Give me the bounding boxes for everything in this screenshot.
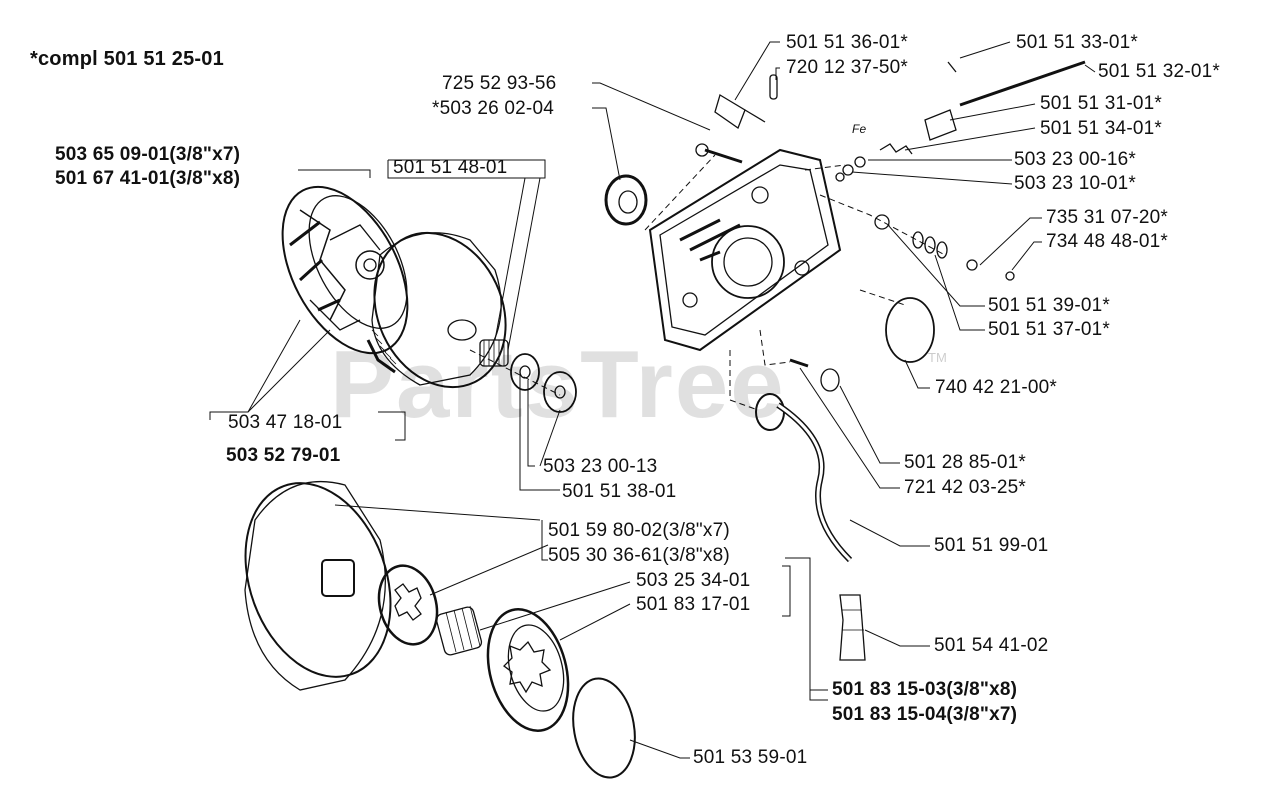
part-725529356: 725 52 93-56 — [442, 73, 557, 94]
compl-label: *compl 501 51 25-01 — [30, 48, 224, 70]
part-501513201: 501 51 32-01* — [1098, 61, 1220, 82]
cover-plate-drawing — [648, 148, 842, 352]
spur-ring-drawing — [377, 564, 439, 646]
trademark-mark: TM — [928, 350, 947, 365]
part-501674101: 501 67 41-01(3/8"x8) — [55, 168, 241, 189]
part-740422100: 740 42 21-00* — [935, 377, 1057, 398]
rim-sprocket-drawing — [244, 481, 392, 691]
part-501513601: 501 51 36-01* — [786, 32, 908, 53]
part-501513301: 501 51 33-01* — [1016, 32, 1138, 53]
part-501831504: 501 83 15-04(3/8"x7) — [832, 704, 1018, 725]
part-503231001: 503 23 10-01* — [1014, 173, 1136, 194]
pump-parts-drawing — [695, 60, 1086, 392]
part-501544102: 501 54 41-02 — [934, 635, 1049, 656]
oil-hose-drawing — [755, 393, 853, 563]
part-501513901: 501 51 39-01* — [988, 295, 1110, 316]
pump-leader-lines — [592, 41, 1096, 647]
watermark: PartsTree — [330, 331, 786, 438]
part-503650901: 503 65 09-01(3/8"x7) — [55, 144, 241, 165]
sprocket-leader-lines — [334, 504, 828, 759]
needle-cage-drawing — [435, 605, 483, 656]
part-503527901: 503 52 79-01 — [226, 445, 341, 466]
part-503260204: *503 26 02-04 — [432, 98, 554, 119]
part-501515901: 501 51 99-01 — [934, 535, 1049, 556]
part-501288501: 501 28 85-01* — [904, 452, 1026, 473]
large-washer-drawing — [572, 677, 636, 779]
part-501831701: 501 83 17-01 — [636, 594, 751, 615]
part-720123750: 720 12 37-50* — [786, 57, 908, 78]
part-501513701: 501 51 37-01* — [988, 319, 1110, 340]
fe-mark: Fe — [852, 122, 867, 136]
part-503230013: 503 23 00-13 — [543, 456, 658, 477]
clutch-drum-drawing — [366, 231, 507, 389]
part-501598002: 501 59 80-02(3/8"x7) — [548, 520, 730, 541]
clutch-leader-lines — [209, 159, 561, 491]
oring-drawing — [885, 297, 935, 363]
oil-filter-drawing — [839, 594, 866, 661]
clutch-shoe-drawing — [281, 185, 409, 355]
part-503471801: 503 47 18-01 — [228, 412, 343, 433]
seal-ring-drawing — [604, 174, 648, 226]
part-501513401: 501 51 34-01* — [1040, 118, 1162, 139]
part-501514801: 501 51 48-01 — [393, 157, 508, 178]
part-501831503: 501 83 15-03(3/8"x8) — [832, 679, 1018, 700]
part-735310720: 735 31 07-20* — [1046, 207, 1168, 228]
part-501513801: 501 51 38-01 — [562, 481, 677, 502]
part-721420325: 721 42 03-25* — [904, 477, 1026, 498]
part-503230016: 503 23 00-16* — [1014, 149, 1136, 170]
part-734484801: 734 48 48-01* — [1046, 231, 1168, 252]
part-505303661: 505 30 36-61(3/8"x8) — [548, 545, 730, 566]
part-501513101: 501 51 31-01* — [1040, 93, 1162, 114]
spur-sprocket-drawing — [486, 608, 570, 732]
dashed-guide-lines — [469, 154, 946, 411]
part-503253401: 503 25 34-01 — [636, 570, 751, 591]
needle-bearing-drawing — [479, 339, 509, 367]
part-501535901: 501 53 59-01 — [693, 747, 808, 768]
